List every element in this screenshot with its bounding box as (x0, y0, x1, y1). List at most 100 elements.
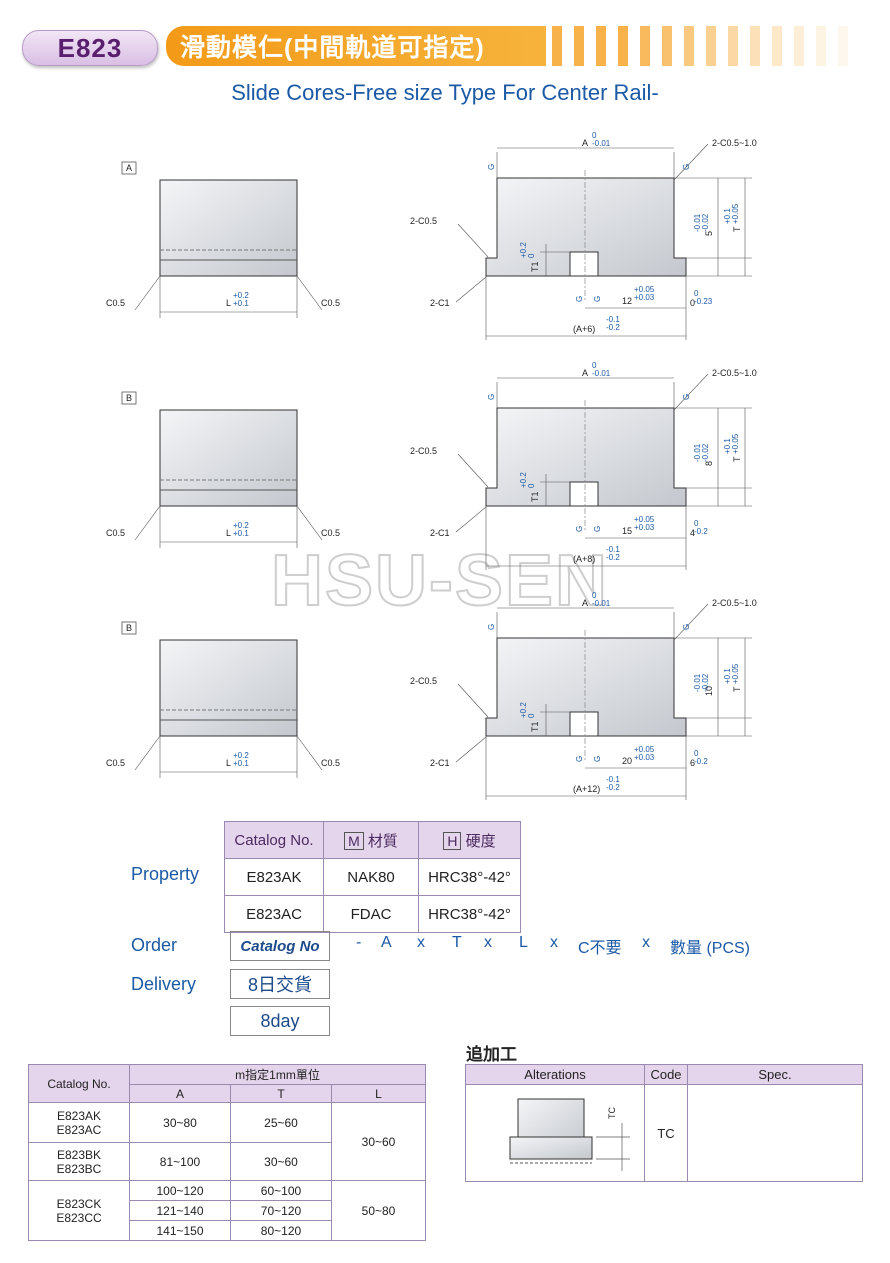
slot-tol-lower: +0.03 (634, 293, 655, 302)
order-item: C不要 (578, 940, 622, 957)
bottom-tol-lower: -0.2 (606, 553, 620, 562)
t1-label: T1 (530, 261, 540, 272)
bottom-tol-lower: -0.2 (606, 323, 620, 332)
length-tol-upper: +0.2 (233, 751, 249, 760)
edge-tol-upper: 0 (694, 749, 699, 758)
flange-label: 8 (704, 461, 714, 466)
edge-label: 4 (690, 528, 695, 538)
alteration-spec (687, 1084, 863, 1182)
edge-tol-lower: -0.2 (694, 527, 708, 536)
base-chamfer-label: 2-C1 (430, 758, 450, 768)
length-tol-upper: +0.2 (233, 291, 249, 300)
slot-width-label: 15 (622, 526, 632, 536)
g-mark: G (593, 526, 602, 532)
order-item: - (356, 934, 362, 951)
top-tol-upper: 0 (592, 131, 597, 140)
property-header-catalog: Catalog No. (224, 821, 324, 859)
height-label: T (732, 226, 742, 232)
length-tol-upper: +0.2 (233, 521, 249, 530)
alterations-table: Alterations Code Spec. TC TC (465, 1064, 863, 1182)
center-rail-slot (569, 481, 599, 507)
delivery-cn-box: 8日交貨 (230, 969, 330, 999)
flange-label: 5 (704, 231, 714, 236)
edge-tol-upper: 0 (694, 289, 699, 298)
flange-label: 10 (704, 686, 714, 696)
left-chamfer-label: C0.5 (106, 528, 125, 538)
center-rail-slot (569, 251, 599, 277)
alteration-drawing: TC (509, 1098, 630, 1171)
right-chamfer-label: C0.5 (321, 758, 340, 768)
property-header-material: M 材質 (323, 821, 419, 859)
slot-tol-lower: +0.03 (634, 523, 655, 532)
g-mark: G (593, 756, 602, 762)
alteration-drawing-cell: TC (465, 1084, 645, 1182)
t1-tol-upper: +0.2 (519, 702, 528, 718)
flange-tol-lower: -0.02 (701, 673, 710, 692)
flange-tol-upper: -0.01 (693, 213, 702, 232)
table-row: E823AK NAK80 HRC38°-42° (224, 858, 521, 896)
length-label: L (226, 528, 231, 538)
flange-tol-upper: -0.01 (693, 673, 702, 692)
length-tol-lower: +0.1 (233, 529, 249, 538)
bottom-tol-lower: -0.2 (606, 783, 620, 792)
top-tol-upper: 0 (592, 361, 597, 370)
size-header-group: m指定1mm單位 (129, 1064, 426, 1085)
top-tol-lower: -0.01 (592, 369, 611, 378)
title-stripes (552, 26, 862, 66)
order-item: 數量 (PCS) (670, 940, 751, 957)
inner-chamfer-label: 2-C0.5 (410, 676, 437, 686)
alteration-code: TC (644, 1084, 688, 1182)
delivery-en-box: 8day (230, 1006, 330, 1036)
side-view-block (159, 409, 298, 507)
length-label: L (226, 298, 231, 308)
height-tol-upper: +0.1 (723, 668, 732, 684)
height-label: T (732, 456, 742, 462)
length-tol-lower: +0.1 (233, 759, 249, 768)
g-mark: G (575, 296, 584, 302)
slot-tol-upper: +0.05 (634, 285, 655, 294)
top-dim-label: A (582, 598, 588, 608)
bottom-width-label: (A+12) (573, 784, 600, 794)
t1-tol-upper: +0.2 (519, 472, 528, 488)
t1-label: T1 (530, 721, 540, 732)
corner-chamfer-label: 2-C0.5~1.0 (712, 138, 757, 148)
corner-chamfer-label: 2-C0.5~1.0 (712, 598, 757, 608)
height-tol-upper: +0.1 (723, 208, 732, 224)
t1-tol-lower: 0 (527, 483, 536, 488)
g-mark: G (682, 624, 691, 630)
g-mark: G (682, 394, 691, 400)
base-chamfer-label: 2-C1 (430, 298, 450, 308)
order-item: T (452, 934, 462, 951)
order-item: L (519, 934, 528, 951)
edge-tol-lower: -0.2 (694, 757, 708, 766)
height-tol-lower: +0.05 (731, 203, 740, 224)
property-label: Property (131, 864, 200, 884)
delivery-label: Delivery (131, 974, 197, 994)
slot-tol-upper: +0.05 (634, 515, 655, 524)
inner-chamfer-label: 2-C0.5 (410, 446, 437, 456)
bottom-tol-upper: -0.1 (606, 315, 620, 324)
table-row: 141~150 80~120 (29, 1220, 426, 1241)
g-mark: G (682, 164, 691, 170)
drawing-type-label: A (126, 163, 132, 173)
edge-tol-upper: 0 (694, 519, 699, 528)
table-row: TC TC (465, 1084, 863, 1182)
slot-tol-upper: +0.05 (634, 745, 655, 754)
order-item: x (484, 934, 492, 951)
g-mark: G (575, 526, 584, 532)
order-item: x (417, 934, 425, 951)
t1-label: T1 (530, 491, 540, 502)
inner-chamfer-label: 2-C0.5 (410, 216, 437, 226)
table-row: E823AC FDAC HRC38°-42° (224, 895, 521, 933)
order-label: Order (131, 935, 178, 955)
page-title: 滑動模仁(中間軌道可指定) (166, 26, 546, 66)
g-mark: G (575, 756, 584, 762)
g-mark: G (487, 624, 496, 630)
left-chamfer-label: C0.5 (106, 758, 125, 768)
top-dim-label: A (582, 138, 588, 148)
flange-tol-upper: -0.01 (693, 443, 702, 462)
